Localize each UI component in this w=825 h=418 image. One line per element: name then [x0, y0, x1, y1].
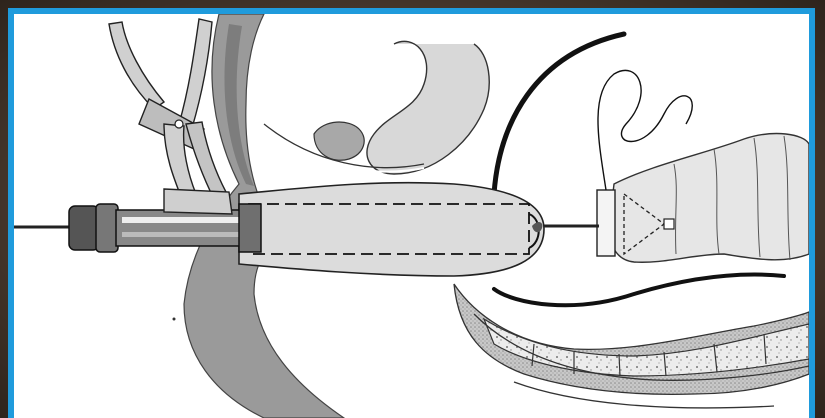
illustration-panel	[8, 8, 815, 418]
small-bowel-loop	[264, 41, 489, 174]
reflection-line-bottom	[494, 275, 784, 306]
colon-segment	[609, 134, 809, 263]
dot-marker	[173, 318, 176, 321]
rectum-stump	[239, 183, 544, 276]
sacrum-coccyx	[454, 284, 809, 408]
reflection-line-top	[494, 34, 624, 194]
surgical-illustration	[14, 14, 809, 418]
